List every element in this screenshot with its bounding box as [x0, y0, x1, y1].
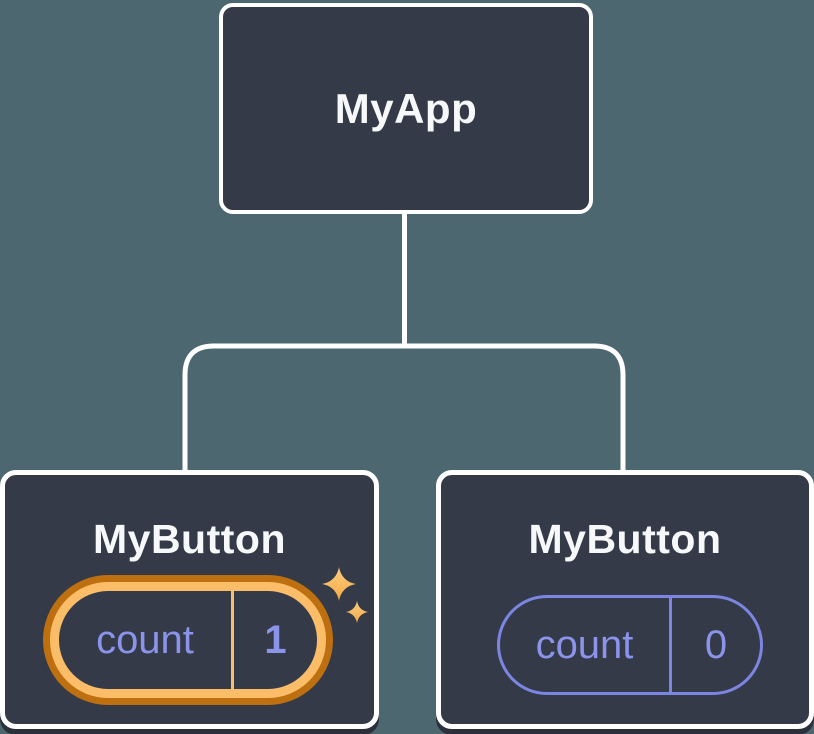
node-mybutton-active: MyButton count 1 — [0, 470, 379, 729]
node-myapp-label: MyApp — [334, 84, 478, 132]
node-mybutton-active-label: MyButton — [92, 516, 286, 562]
state-key-label: count — [535, 622, 634, 667]
state-value: 1 — [264, 617, 287, 662]
state-pill-highlighted: count 1 — [43, 575, 333, 705]
node-myapp: MyApp — [219, 3, 593, 214]
state-pill: count 0 — [497, 595, 763, 695]
sparkle-icon — [322, 567, 368, 623]
pill-divider — [231, 591, 234, 689]
pill-divider — [669, 598, 672, 692]
node-mybutton: MyButton count 0 — [436, 470, 814, 729]
state-key-label: count — [96, 617, 194, 662]
state-value: 0 — [704, 622, 728, 667]
node-mybutton-label: MyButton — [528, 516, 722, 562]
